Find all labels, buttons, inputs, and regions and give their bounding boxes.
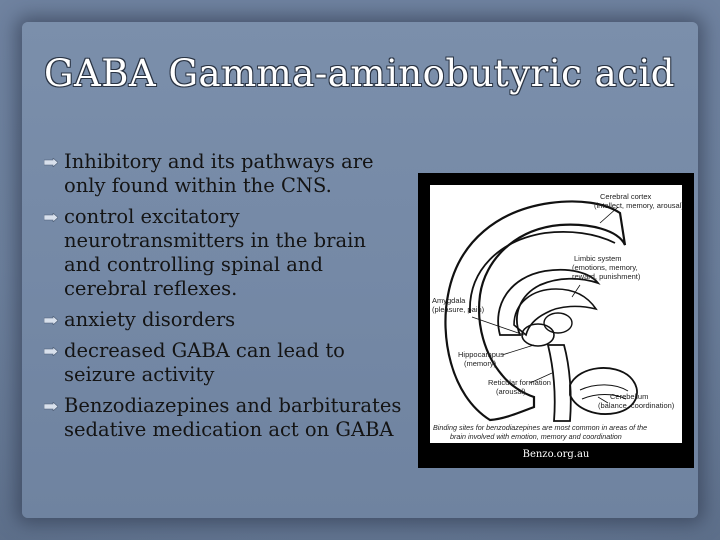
slide-title: GABA Gamma-aminobutyric acid (44, 52, 675, 95)
brain-outline (444, 200, 627, 422)
bullet-list: Inhibitory and its pathways are only fou… (44, 150, 404, 449)
arrow-bullet-icon (44, 213, 58, 222)
label-reticular-formation-sub: (arousal) (496, 387, 526, 396)
label-reticular-formation: Reticular formation (488, 378, 551, 387)
bullet-item: control excitatory neurotransmitters in … (44, 205, 404, 301)
arrow-bullet-icon (44, 316, 58, 325)
bullet-item: Benzodiazepines and barbiturates sedativ… (44, 394, 404, 442)
label-hippocampus: Hippocampus (458, 350, 504, 359)
bullet-item: Inhibitory and its pathways are only fou… (44, 150, 404, 198)
label-cerebral-cortex-sub: (intellect, memory, arousal) (594, 201, 682, 210)
brainstem-shape (546, 344, 572, 422)
figure-note-line2: brain involved with emotion, memory and … (450, 432, 622, 441)
arrow-bullet-icon (44, 347, 58, 356)
cortex-inner-line (469, 230, 616, 314)
brain-figure: Cerebral cortex (intellect, memory, arou… (418, 173, 694, 468)
label-cerebral-cortex: Cerebral cortex (600, 192, 652, 201)
bullet-text: anxiety disorders (64, 308, 236, 331)
amygdala-shape (521, 323, 555, 347)
label-cerebellum: Cerebellum (610, 392, 648, 401)
bullet-text: decreased GABA can lead to seizure activ… (64, 339, 345, 386)
brain-diagram-svg: Cerebral cortex (intellect, memory, arou… (432, 192, 684, 441)
bullet-text: Benzodiazepines and barbiturates sedativ… (64, 394, 402, 441)
arrow-bullet-icon (44, 402, 58, 411)
figure-note-line1: Binding sites for benzodiazepines are mo… (433, 423, 647, 432)
label-amygdala-sub: (pleasure, pain) (432, 305, 485, 314)
bullet-item: decreased GABA can lead to seizure activ… (44, 339, 404, 387)
label-cerebellum-sub: (balance, coordination) (598, 401, 675, 410)
label-limbic-system-sub2: reward, punishment) (572, 272, 641, 281)
figure-caption: Benzo.org.au (522, 449, 590, 460)
arrow-bullet-icon (44, 158, 58, 167)
label-limbic-system-sub1: (emotions, memory, (572, 263, 638, 272)
label-amygdala: Amygdala (432, 296, 466, 305)
label-limbic-system: Limbic system (574, 254, 622, 263)
thalamus-shape (543, 312, 573, 334)
cerebellum-shape (569, 367, 638, 415)
limbic-lower-arc (513, 288, 598, 337)
bullet-item: anxiety disorders (44, 308, 404, 332)
bullet-text: Inhibitory and its pathways are only fou… (64, 150, 374, 197)
brain-diagram: Cerebral cortex (intellect, memory, arou… (430, 185, 684, 443)
bullet-text: control excitatory neurotransmitters in … (64, 205, 366, 300)
label-hippocampus-sub: (memory) (464, 359, 497, 368)
